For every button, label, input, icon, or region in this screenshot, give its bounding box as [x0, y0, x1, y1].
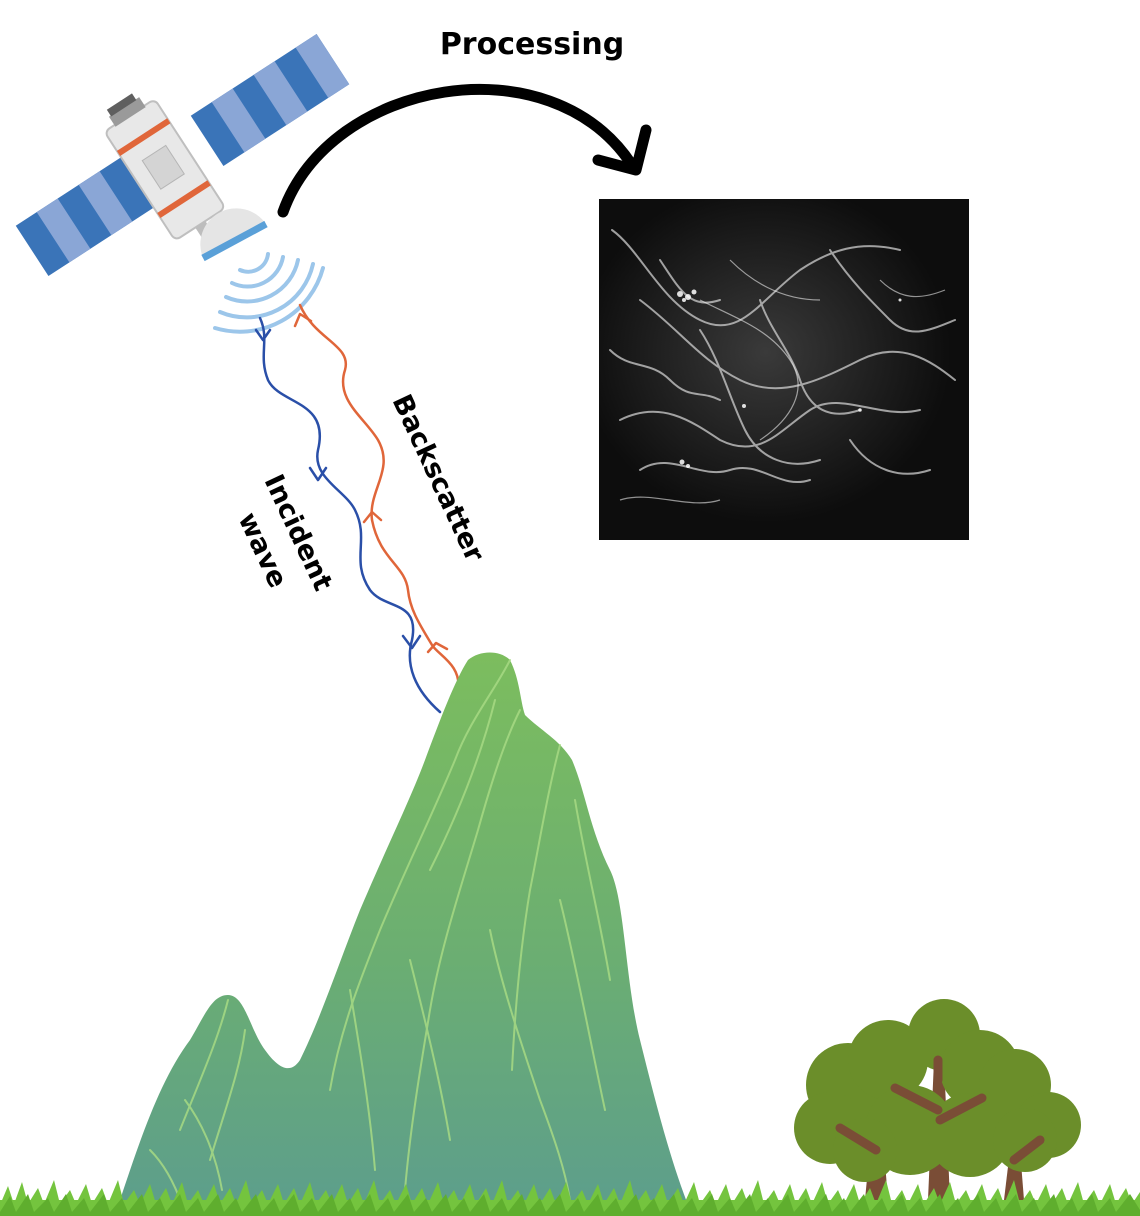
- incident-wave: [254, 316, 442, 714]
- curved-arrow-icon: [277, 84, 652, 218]
- backscatter-wave: [293, 303, 460, 692]
- sar-image: [599, 199, 969, 540]
- mountain-illustration: [120, 652, 690, 1210]
- tree-icon: [794, 999, 1081, 1200]
- backscatter-label: Backscatter: [386, 390, 491, 567]
- processing-label: Processing: [440, 27, 624, 62]
- satellite-icon: [15, 33, 350, 334]
- grass: [0, 1180, 1140, 1216]
